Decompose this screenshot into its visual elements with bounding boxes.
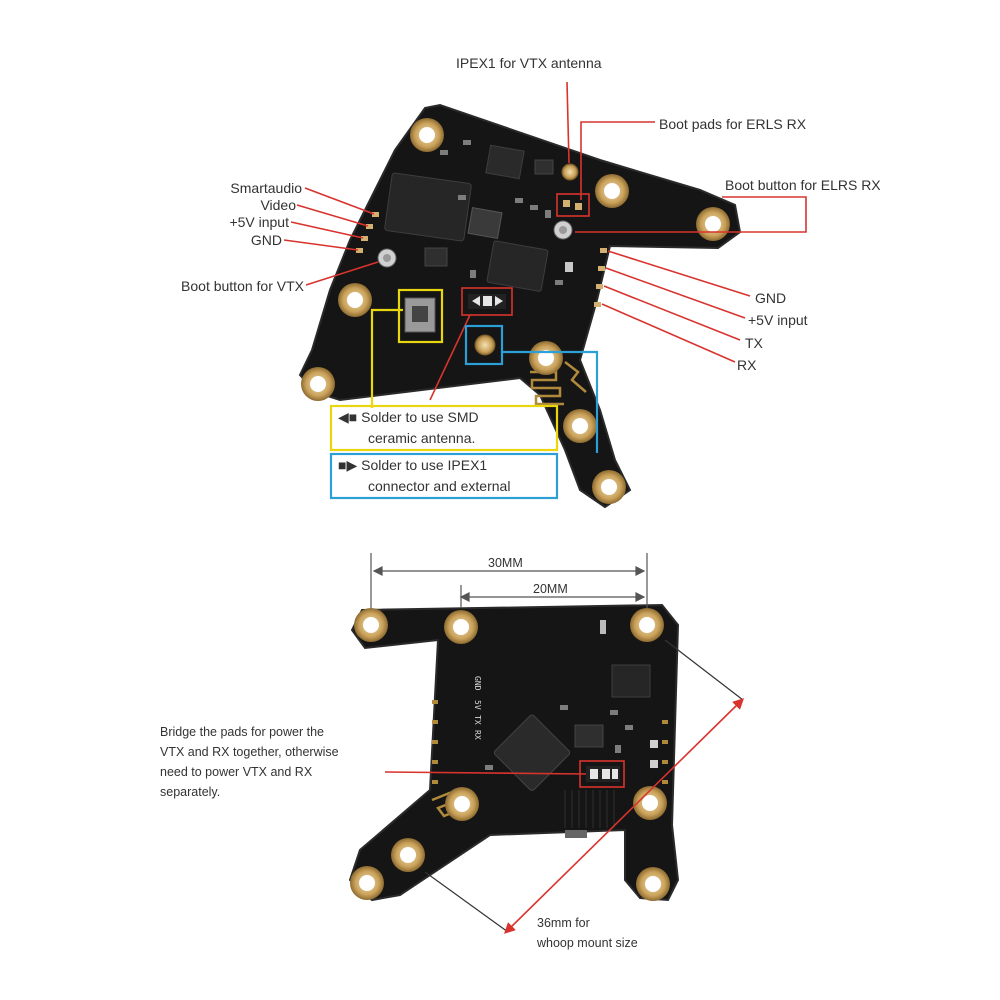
top-callout-lines	[283, 81, 807, 401]
dimension-20mm: 20MM	[533, 582, 568, 596]
smd-antenna-trace	[530, 370, 564, 406]
antenna-option-boxes	[329, 288, 599, 500]
chip	[611, 664, 651, 698]
label-smartaudio: Smartaudio	[230, 180, 302, 196]
bridge-note-line: VTX and RX together, otherwise	[160, 745, 339, 759]
silk-rx: RX	[473, 730, 482, 740]
label-rx-5v-input: +5V input	[748, 312, 808, 328]
dimension-30mm: 30MM	[488, 556, 523, 570]
whoop-note-line2: whoop mount size	[537, 936, 638, 950]
label-vtx-gnd: GND	[250, 232, 282, 248]
ipex1-antenna-connector	[474, 334, 496, 356]
smd-note-line1: Solder to use SMD	[361, 409, 479, 425]
ipex-note-line1: Solder to use IPEX1	[361, 457, 488, 473]
mounting-holes-top	[301, 118, 730, 504]
label-boot-pads-elrs: Boot pads for ERLS RX	[659, 116, 807, 132]
bridge-note: Bridge the pads for power the VTX and RX…	[160, 722, 339, 802]
smd-note-box	[329, 404, 559, 452]
dimension-lines	[370, 553, 744, 933]
bridge-callout-line	[384, 771, 587, 775]
ipex-symbol: ■▶	[338, 457, 358, 473]
whoop-note: 36mm for whoop mount size	[537, 913, 638, 953]
label-rx-gnd: GND	[755, 290, 787, 306]
smd-note: ◀■ Solder to use SMD ceramic antenna.	[338, 407, 479, 449]
ipex-note-box	[329, 452, 559, 500]
label-vtx-5v-input: +5V input	[229, 214, 289, 230]
vtx-chip	[384, 172, 472, 242]
ipex-note-line2: connector and external	[368, 478, 511, 494]
elrs-boot-pad	[575, 203, 582, 210]
silk-gnd: GND	[473, 676, 482, 691]
elrs-chip	[486, 240, 549, 292]
label-video: Video	[260, 197, 296, 213]
bottom-pcb-board: GND 5V TX RX	[348, 603, 680, 902]
rx-solder-pads	[594, 248, 607, 307]
chip	[424, 247, 448, 267]
chip	[574, 724, 604, 748]
top-pcb-board	[298, 103, 742, 509]
whoop-dimension-arrow	[504, 698, 744, 934]
silk-tx: TX	[473, 715, 482, 725]
bridge-note-line: Bridge the pads for power the	[160, 725, 324, 739]
vtx-solder-pads	[356, 212, 379, 253]
label-ipex1-vtx-antenna: IPEX1 for VTX antenna	[456, 55, 602, 71]
label-tx: TX	[745, 335, 763, 351]
label-rx: RX	[737, 357, 757, 373]
label-boot-button-vtx: Boot button for VTX	[181, 278, 304, 294]
ipex-note: ■▶ Solder to use IPEX1 connector and ext…	[338, 455, 510, 497]
smd-symbol: ◀■	[338, 409, 358, 425]
smd-note-line2: ceramic antenna.	[368, 430, 476, 446]
elrs-boot-pad	[563, 200, 570, 207]
label-boot-button-elrs: Boot button for ELRS RX	[725, 177, 881, 193]
crystal	[467, 207, 503, 239]
bridge-note-line: separately.	[160, 785, 221, 799]
whoop-note-line1: 36mm for	[537, 916, 590, 930]
ipex1-vtx-connector	[561, 163, 579, 181]
silk-5v: 5V	[473, 700, 482, 710]
bridge-note-line: need to power VTX and RX	[160, 765, 313, 779]
chip	[485, 144, 525, 180]
